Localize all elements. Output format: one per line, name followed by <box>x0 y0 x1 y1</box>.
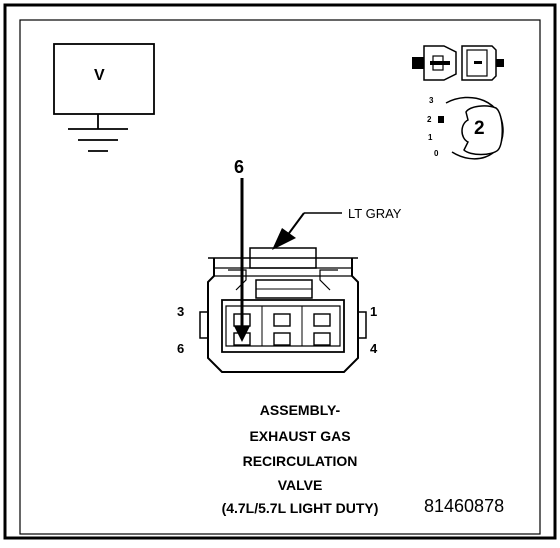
pin-label-bottom-left: 6 <box>177 341 185 356</box>
view-number: 2 <box>474 118 485 139</box>
figure-id: 81460878 <box>424 496 505 516</box>
meter-label: V <box>94 67 105 84</box>
inner-border <box>19 19 541 535</box>
caption-line-1: ASSEMBLY- <box>259 402 341 418</box>
caption-line-2: EXHAUST GAS <box>249 428 351 444</box>
view-rotation-icon <box>438 96 504 160</box>
scale-label-1: 1 <box>428 133 433 142</box>
pin-label-top-right: 1 <box>370 304 378 319</box>
pin-label-bottom-right: 4 <box>370 341 378 356</box>
wire-leader-arrow <box>272 212 342 250</box>
cavity-callout: 6 <box>234 157 245 177</box>
wire-color-label: LT GRAY <box>348 206 402 221</box>
voltmeter-symbol <box>53 43 155 152</box>
outer-border <box>3 3 557 540</box>
ground-icon <box>68 128 128 152</box>
scale-label-0: 0 <box>434 149 439 158</box>
caption-line-4: VALVE <box>277 477 323 493</box>
caption-line-3: RECIRCULATION <box>242 453 358 469</box>
connector-pair-icon <box>412 45 504 81</box>
pin-label-top-left: 3 <box>177 304 185 319</box>
connector-body <box>199 247 367 373</box>
scale-label-3: 3 <box>429 96 434 105</box>
scale-label-2: 2 <box>427 115 432 124</box>
probe-arrow <box>234 178 250 342</box>
caption-line-5: (4.7L/5.7L LIGHT DUTY) <box>221 500 379 516</box>
